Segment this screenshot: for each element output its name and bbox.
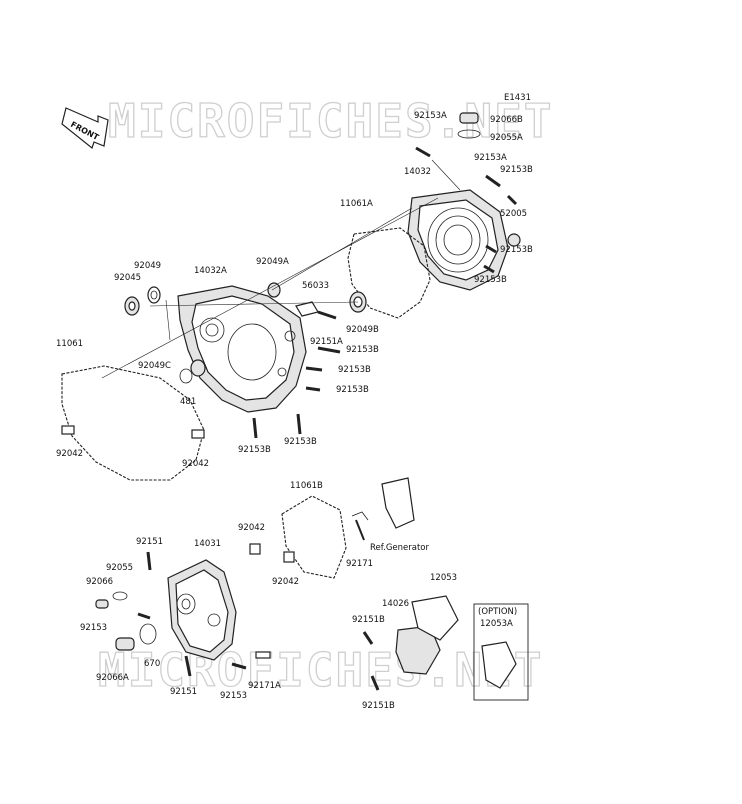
label-92153B-r2: 92153B [500, 245, 533, 255]
label-11061A: 11061A [340, 199, 373, 209]
label-92153B-c3: 92153B [336, 385, 369, 395]
label-92066B: 92066B [490, 115, 523, 125]
label-14032: 14032 [404, 167, 431, 177]
label-92049C: 92049C [138, 361, 171, 371]
label-92153B-b2: 92153B [284, 437, 317, 447]
label-481: 481 [180, 397, 196, 407]
label-12053: 12053 [430, 573, 457, 583]
bolts-middle [252, 310, 341, 439]
generator-bracket [351, 477, 415, 541]
watermark-top: MICROFICHES.NET [108, 94, 553, 148]
label-92171: 92171 [346, 559, 373, 569]
projection-lines [101, 159, 461, 379]
diagram-code: E1431 [504, 93, 531, 103]
label-14031: 14031 [194, 539, 221, 549]
label-92042-c: 92042 [238, 523, 265, 533]
label-92151-b: 92151 [170, 687, 197, 697]
plate-56033 [295, 301, 319, 317]
label-52005: 52005 [500, 209, 527, 219]
clutch-cover-14032 [407, 189, 509, 291]
option-box [473, 603, 529, 701]
label-92049B: 92049B [346, 325, 379, 335]
label-92153B-b1: 92153B [238, 445, 271, 455]
cover-14032A [177, 285, 307, 413]
label-11061B: 11061B [290, 481, 323, 491]
label-92153A-top: 92153A [414, 111, 447, 121]
label-14032A: 14032A [194, 266, 227, 276]
label-92055: 92055 [106, 563, 133, 573]
label-92153B-c1: 92153B [346, 345, 379, 355]
dowels-92042-upper [61, 425, 205, 439]
label-11061: 11061 [56, 339, 83, 349]
bolts-upper-right [415, 146, 521, 274]
label-92066A: 92066A [96, 673, 129, 683]
cover-14031 [167, 559, 237, 661]
part-labels: 92153A 92066B 92055A 14032 92153A 92153B… [56, 111, 533, 711]
label-92066: 92066 [86, 577, 113, 587]
label-92151: 92151 [136, 537, 163, 547]
front-arrow-icon: FRONT [61, 107, 109, 150]
label-92049A: 92049A [256, 257, 289, 267]
label-92151B-a: 92151B [352, 615, 385, 625]
label-92042-l: 92042 [56, 449, 83, 459]
label-92049: 92049 [134, 261, 161, 271]
cover-14026 [362, 595, 459, 691]
label-14026: 14026 [382, 599, 409, 609]
label-option: (OPTION) [478, 607, 517, 617]
label-92153B-r1: 92153B [500, 165, 533, 175]
label-92045: 92045 [114, 273, 141, 283]
label-92153B-r3: 92153B [474, 275, 507, 285]
label-92153-l: 92153 [80, 623, 107, 633]
label-92153B-c2: 92153B [338, 365, 371, 375]
label-92042-d: 92042 [272, 577, 299, 587]
label-12053A: 12053A [480, 619, 513, 629]
label-670: 670 [144, 659, 160, 669]
lower-small-parts [95, 543, 295, 677]
label-92153-b: 92153 [220, 691, 247, 701]
watermark-bottom: MICROFICHES.NET [98, 643, 543, 697]
label-92153A-mid: 92153A [474, 153, 507, 163]
seals-left [124, 282, 367, 384]
label-92055A: 92055A [490, 133, 523, 143]
gasket-11061B [281, 495, 347, 579]
label-92151B-b: 92151B [362, 701, 395, 711]
label-92042-m: 92042 [182, 459, 209, 469]
label-56033: 56033 [302, 281, 329, 291]
gasket-11061A [347, 227, 431, 319]
label-92171A: 92171A [248, 681, 281, 691]
label-92151A: 92151A [310, 337, 343, 347]
plug-92066B [457, 112, 481, 139]
label-ref-generator: Ref.Generator [370, 543, 429, 553]
